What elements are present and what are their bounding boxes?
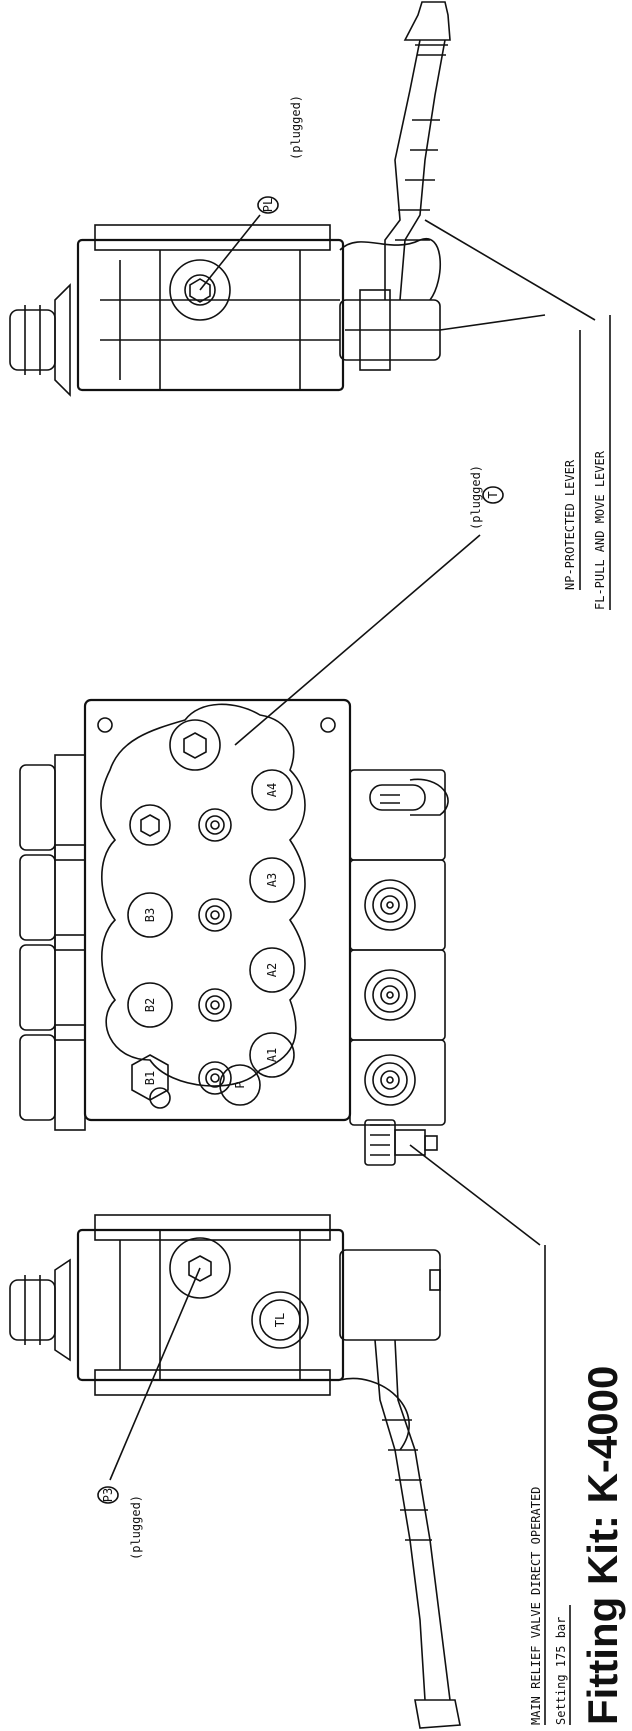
port-row-2: B2 A2 bbox=[127, 947, 295, 1028]
side-view-top bbox=[9, 1, 451, 397]
valve-bank-front-view: A4 B3 A3 B2 A2 B1 A1 bbox=[19, 698, 449, 1166]
p-port-label: P bbox=[233, 1081, 247, 1088]
spool-caps bbox=[19, 754, 86, 1131]
t-port-label: T bbox=[486, 491, 500, 498]
pl-callout: PL (plugged) bbox=[199, 95, 303, 291]
port-row-4: A4 bbox=[129, 769, 293, 846]
fitting-kit-title: Fitting Kit: K-4000 bbox=[579, 1366, 626, 1725]
main-relief-labels: MAIN RELIEF VALVE DIRECT OPERATED Settin… bbox=[529, 1245, 571, 1725]
a1-port-label: A1 bbox=[265, 1048, 279, 1062]
port-row-3: B3 A3 bbox=[127, 857, 295, 938]
port-row-1: B1 A1 bbox=[131, 1032, 295, 1101]
pl-port-label: PL bbox=[261, 198, 275, 212]
main-relief-leader bbox=[409, 1144, 541, 1246]
a2-port-label: A2 bbox=[265, 963, 279, 977]
t-callout: T (plugged) bbox=[234, 465, 504, 746]
lever-section bbox=[349, 769, 449, 1126]
main-relief-valve-label: MAIN RELIEF VALVE DIRECT OPERATED bbox=[529, 1487, 543, 1725]
fl-pull-move-lever-label: FL-PULL AND MOVE LEVER bbox=[593, 450, 607, 610]
b3-port-label: B3 bbox=[143, 908, 157, 922]
lever-leaders: NP-PROTECTED LEVER FL-PULL AND MOVE LEVE… bbox=[424, 219, 611, 610]
p3-callout: P3 (plugged) bbox=[97, 1267, 201, 1560]
relief-setting-label: Setting 175 bar bbox=[554, 1617, 568, 1725]
b2-port-label: B2 bbox=[143, 998, 157, 1012]
a3-port-label: A3 bbox=[265, 873, 279, 887]
a4-port-label: A4 bbox=[265, 783, 279, 797]
p-port-marker: P bbox=[219, 1064, 261, 1106]
p3-port-label: P3 bbox=[101, 1488, 115, 1502]
pl-plugged-note: (plugged) bbox=[289, 95, 303, 160]
tl-port-label: TL bbox=[273, 1313, 287, 1327]
p3-plugged-note: (plugged) bbox=[129, 1495, 143, 1560]
b1-port-label: B1 bbox=[143, 1071, 157, 1085]
side-view-bottom: TL bbox=[9, 1214, 461, 1729]
main-relief-valve bbox=[364, 1119, 438, 1166]
t-plugged-note: (plugged) bbox=[469, 465, 483, 530]
np-protected-lever-label: NP-PROTECTED LEVER bbox=[563, 459, 577, 590]
